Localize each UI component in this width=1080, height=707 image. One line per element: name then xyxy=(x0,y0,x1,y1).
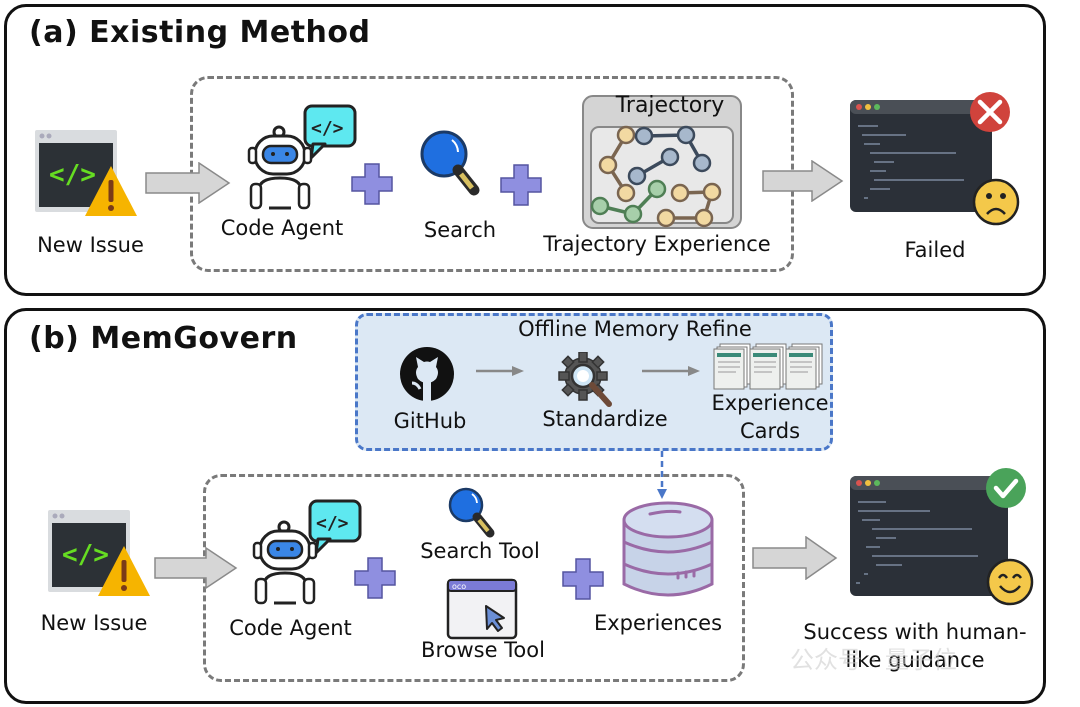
memory-flow-arrow-down-icon xyxy=(657,451,667,499)
arrow-right-icon xyxy=(642,366,700,376)
code-agent-robot-icon: </> xyxy=(252,499,362,605)
standardize-label: Standardize xyxy=(542,407,668,431)
watermark: 公众号 · 量子位 xyxy=(790,646,957,674)
plus-icon xyxy=(354,557,396,599)
github-icon xyxy=(400,347,454,401)
code-agent-robot-icon: </> xyxy=(247,104,357,210)
arrow-right-icon xyxy=(752,536,838,580)
cursor-icon xyxy=(485,605,505,632)
svg-text:</>: </> xyxy=(311,118,344,139)
new-issue-label: New Issue xyxy=(37,233,144,257)
new-issue-label: New Issue xyxy=(40,611,148,635)
github-label: GitHub xyxy=(393,409,467,433)
search-tool-magnifier-icon xyxy=(448,487,495,538)
search-tool-label: Search Tool xyxy=(420,539,540,563)
plus-icon xyxy=(351,163,393,205)
happy-face-icon xyxy=(986,558,1034,606)
new-issue-icon: </> xyxy=(48,510,150,596)
check-circle-icon xyxy=(986,468,1026,508)
experience-cards-label-line1: Experience xyxy=(711,391,829,415)
arrow-right-icon xyxy=(762,160,844,202)
panel-a-title: (a) Existing Method xyxy=(29,15,371,50)
offline-memory-refine-title: Offline Memory Refine xyxy=(518,317,752,341)
plus-icon xyxy=(562,558,604,600)
failed-code-window xyxy=(850,92,1020,226)
code-agent-label: Code Agent xyxy=(220,216,344,240)
experience-cards-icon xyxy=(713,343,823,390)
code-symbol: </> xyxy=(49,160,96,190)
trajectory-experience-label: Trajectory Experience xyxy=(543,232,771,256)
experience-cards-label-line2: Cards xyxy=(739,419,801,443)
trajectory-graph-icon xyxy=(582,95,742,229)
standardize-gear-icon xyxy=(558,352,612,407)
browse-tool-label: Browse Tool xyxy=(421,638,545,662)
plus-icon xyxy=(500,164,542,206)
search-magnifier-icon xyxy=(420,130,480,196)
experiences-database-icon xyxy=(622,501,714,597)
arrow-right-icon xyxy=(154,547,238,589)
failed-label: Failed xyxy=(904,238,966,262)
new-issue-icon: </> xyxy=(35,130,137,216)
success-label-line2: like guidance xyxy=(845,648,985,672)
card-stack xyxy=(713,343,751,390)
arrow-right-icon xyxy=(145,162,231,204)
success-code-window xyxy=(850,468,1034,606)
svg-text:</>: </> xyxy=(316,513,349,534)
sad-face-icon xyxy=(972,178,1020,226)
arrow-right-icon xyxy=(476,366,524,376)
panel-b-title: (b) MemGovern xyxy=(29,321,298,356)
svg-text:oco: oco xyxy=(452,582,466,591)
trajectory-title: Trajectory xyxy=(615,93,725,118)
search-label: Search xyxy=(423,218,497,242)
code-agent-label: Code Agent xyxy=(229,616,352,640)
experiences-label: Experiences xyxy=(593,611,723,635)
success-label-line1: Success with human- xyxy=(803,620,1027,644)
browse-tool-window-icon: oco xyxy=(446,578,518,640)
code-symbol: </> xyxy=(62,540,109,570)
